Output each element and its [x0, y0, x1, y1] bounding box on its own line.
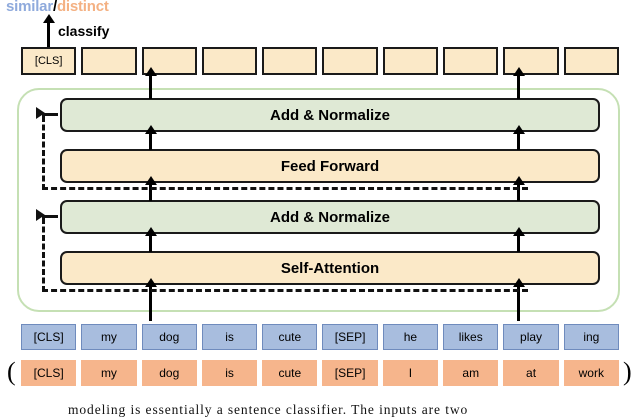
output-box [201, 47, 258, 75]
label-separator: / [52, 0, 57, 15]
output-box [382, 47, 439, 75]
encoder-block-container [17, 88, 620, 312]
output-box [322, 47, 378, 75]
flow-arrow-up-icon [144, 227, 157, 252]
clipped-body-text: modeling is essentially a sentence class… [0, 404, 640, 420]
flow-arrow-up-icon [144, 278, 157, 321]
token-row-sequence-a: [CLS] my dog is cute [SEP] he likes play… [21, 324, 619, 350]
layer-feed-forward: Feed Forward [60, 149, 600, 183]
residual-arrowhead-icon [36, 107, 45, 119]
classify-up-arrow-icon [42, 14, 55, 48]
flow-arrow-up-icon [144, 176, 157, 201]
output-box [262, 47, 318, 75]
output-box: [CLS] [21, 47, 77, 75]
residual-stub-lower [42, 215, 58, 218]
similar-label: similar [6, 0, 53, 15]
token-cell: at [503, 360, 559, 386]
flow-arrow-up-icon [144, 67, 157, 99]
token-cell: [CLS] [21, 324, 77, 350]
flow-arrow-up-icon [512, 176, 525, 201]
similar-distinct-label: similar/distinct [6, 0, 109, 15]
output-box [563, 47, 619, 75]
token-cell: is [201, 324, 258, 350]
token-cell: dog [141, 324, 197, 350]
token-cell: ing [563, 324, 619, 350]
token-cell: [SEP] [322, 360, 378, 386]
token-cell: [SEP] [322, 324, 378, 350]
caption-text: modeling is essentially a sentence class… [68, 404, 469, 417]
token-cell: am [443, 360, 499, 386]
flow-arrow-up-icon [512, 227, 525, 252]
flow-arrow-up-icon [512, 125, 525, 150]
token-row-sequence-b: [CLS] my dog is cute [SEP] I am at work [21, 360, 619, 386]
flow-arrow-up-icon [512, 67, 525, 99]
token-cell: my [81, 324, 137, 350]
residual-arrowhead-icon [36, 209, 45, 221]
token-cell: my [81, 360, 137, 386]
token-cell: work [563, 360, 619, 386]
token-cell: cute [262, 360, 318, 386]
paren-close: ) [623, 357, 632, 386]
paren-open: ( [7, 357, 16, 386]
output-box [443, 47, 499, 75]
token-cell: [CLS] [21, 360, 77, 386]
output-box [81, 47, 137, 75]
token-cell: he [382, 324, 439, 350]
token-cell: likes [443, 324, 499, 350]
token-cell: cute [262, 324, 318, 350]
classify-label: classify [58, 23, 110, 39]
distinct-label: distinct [56, 0, 109, 15]
token-cell: is [201, 360, 258, 386]
token-cell: play [503, 324, 559, 350]
flow-arrow-up-icon [512, 278, 525, 321]
residual-stub-upper [42, 113, 58, 116]
token-cell: I [382, 360, 439, 386]
token-cell: dog [141, 360, 197, 386]
residual-connection-lower [36, 209, 528, 292]
layer-self-attention: Self-Attention [60, 251, 600, 285]
residual-connection-upper [36, 107, 528, 190]
output-embedding-row: [CLS] [21, 47, 619, 75]
flow-arrow-up-icon [144, 125, 157, 150]
